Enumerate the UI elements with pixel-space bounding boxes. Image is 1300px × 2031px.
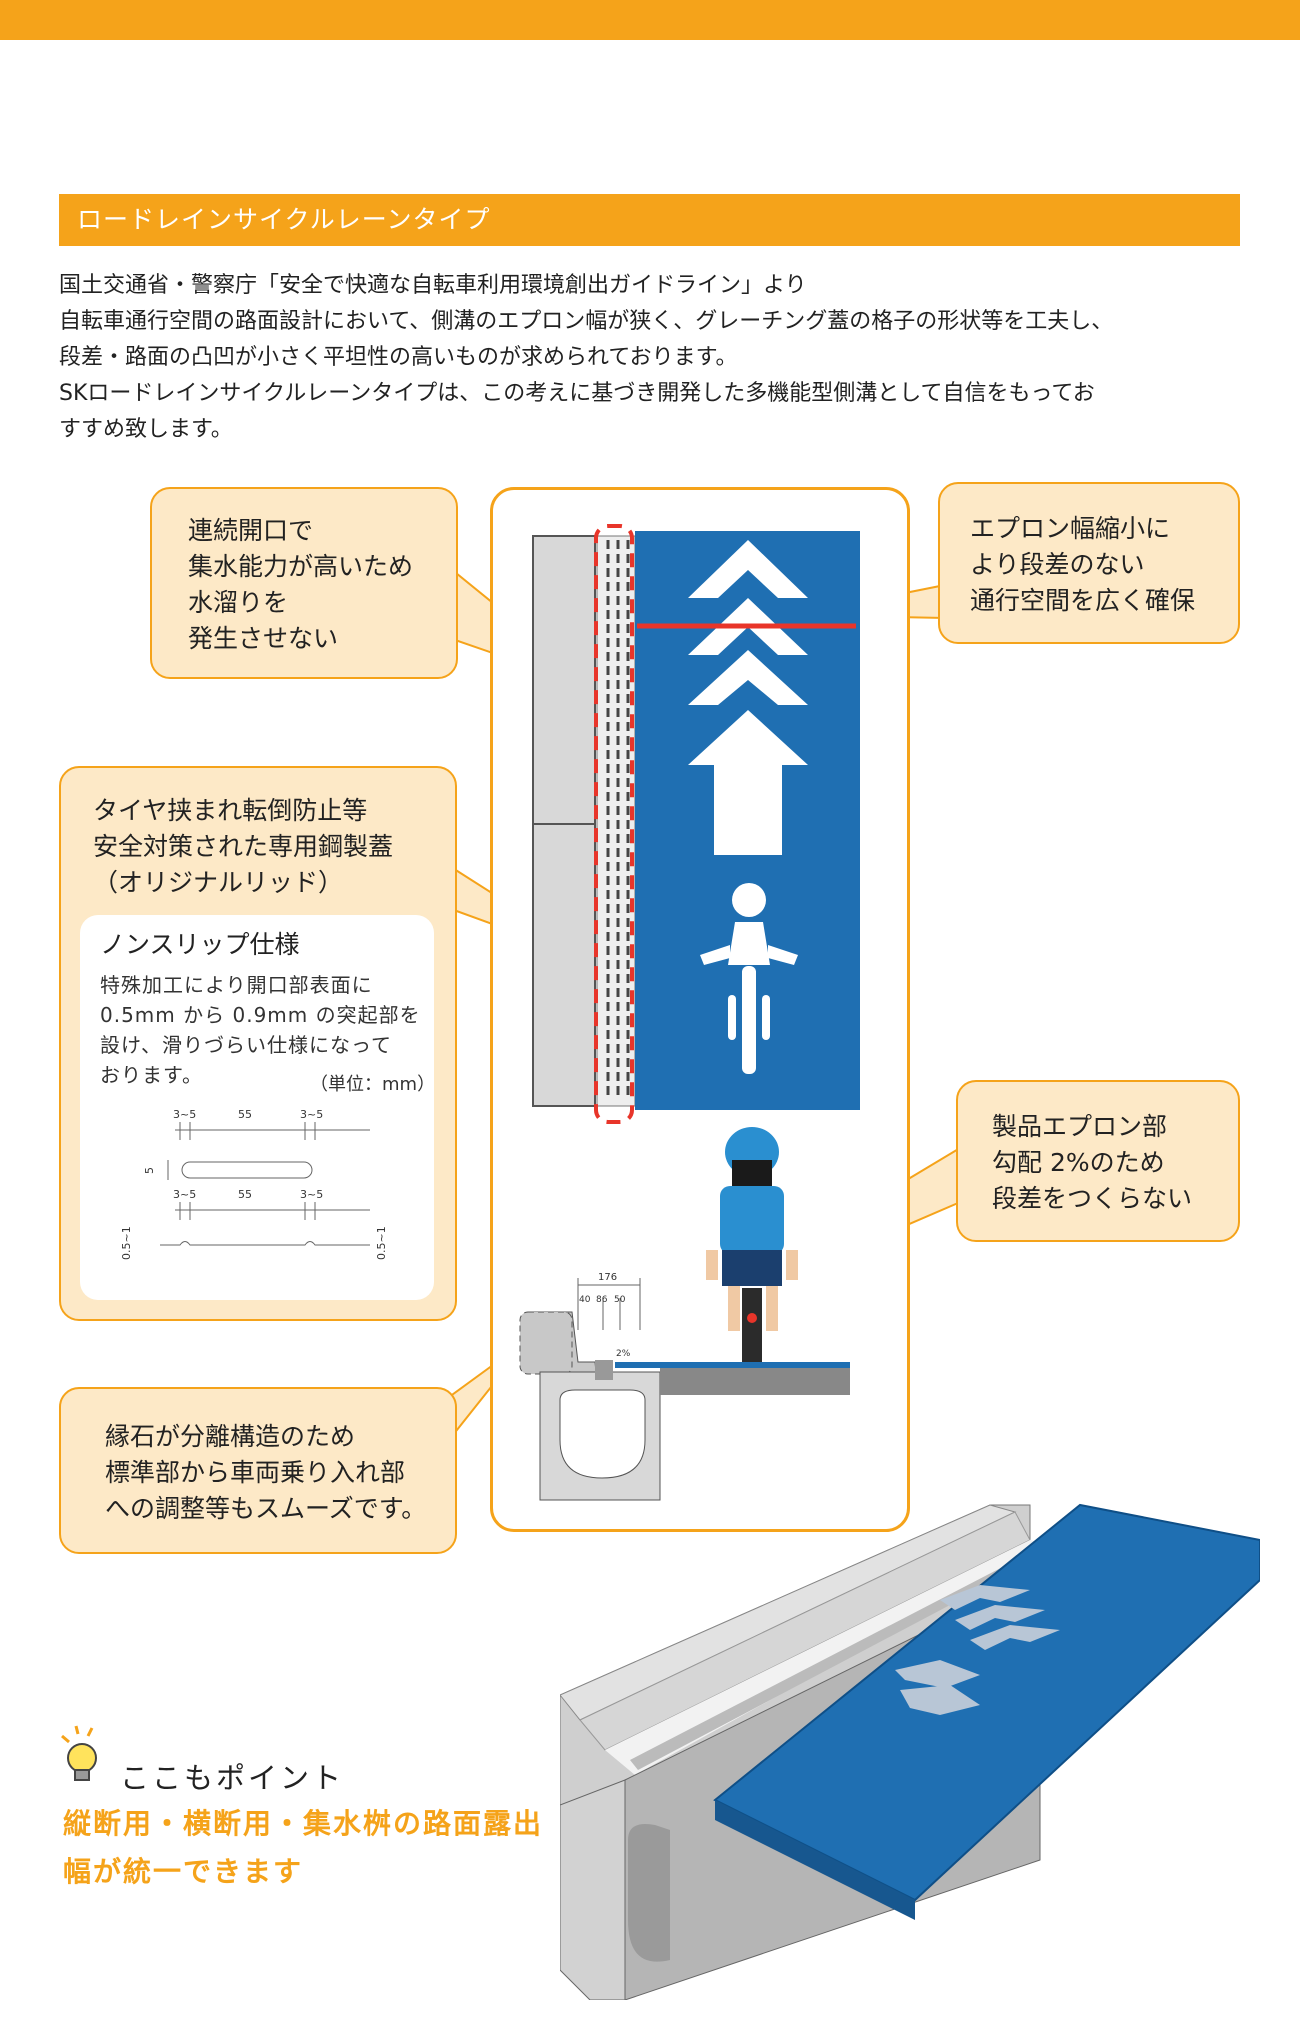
point-body: 縦断用・横断用・集水桝の路面露出 幅が統一できます <box>63 1800 543 1896</box>
callout-line: 安全対策された専用鋼製蓋 <box>93 832 394 861</box>
curb-plan-lower <box>532 823 596 1107</box>
dim-f: 3~5 <box>300 1188 323 1201</box>
callout-apron-width: エプロン幅縮小に より段差のない 通行空間を広く確保 <box>938 482 1240 644</box>
unit-label: （単位：mm） <box>310 1074 436 1095</box>
point-title: ここもポイント <box>120 1761 345 1795</box>
point-line: 縦断用・横断用・集水桝の路面露出 <box>63 1807 544 1840</box>
bicycle-pictogram <box>700 883 798 1074</box>
callout-line: タイヤ挟まれ転倒防止等 <box>93 796 368 825</box>
dim-h: 5 <box>143 1167 156 1174</box>
callout-line: エプロン幅縮小に <box>970 514 1171 543</box>
dim-g: 0.5~1 <box>120 1226 133 1260</box>
intro-line: すすめ致します。 <box>59 417 233 442</box>
product-lane-markings <box>895 1585 1060 1715</box>
nonslip-dimension-drawing: 3~5 55 3~5 5 3~5 55 3~5 0.5~1 0.5~1 <box>120 1108 388 1260</box>
dim-b: 55 <box>238 1108 252 1121</box>
callout-line: （オリジナルリッド） <box>93 868 344 897</box>
callout-opening: 連続開口で 集水能力が高いため 水溜りを 発生させない <box>150 487 458 679</box>
callout-apron-slope: 製品エプロン部 勾配 2%のため 段差をつくらない <box>956 1080 1240 1242</box>
section-dim-total: 176 <box>598 1272 617 1283</box>
nonslip-body: 特殊加工により開口部表面に 0.5mm から 0.9mm の突起部を 設け、滑り… <box>100 970 421 1090</box>
nonslip-line: 特殊加工により開口部表面に <box>100 973 373 997</box>
point-line: 幅が統一できます <box>63 1855 304 1888</box>
cross-section-drawing: 176 40 86 50 2% <box>519 1272 850 1501</box>
nonslip-line: 設け、滑りづらい仕様になって <box>100 1033 392 1057</box>
intro-text: 国土交通省・警察庁「安全で快適な自転車利用環境創出ガイドライン」より 自転車通行… <box>59 268 1249 448</box>
nonslip-line: 0.5mm から 0.9mm の突起部を <box>100 1003 421 1027</box>
callout-line: 縁石が分離構造のため <box>105 1422 356 1451</box>
dim-i: 0.5~1 <box>375 1226 388 1260</box>
nonslip-title: ノンスリップ仕様 <box>100 930 300 959</box>
top-accent-bar <box>0 0 1300 40</box>
callout-line: 連続開口で <box>188 516 314 545</box>
callout-line: 勾配 2%のため <box>992 1148 1165 1177</box>
callout-line: 段差をつくらない <box>992 1184 1193 1213</box>
product-3d-illustration <box>560 1503 1260 2000</box>
section-dim-slope: 2% <box>616 1349 631 1359</box>
opening-highlight <box>594 524 634 1124</box>
callout-line: 標準部から車両乗り入れ部 <box>105 1458 406 1487</box>
chevron-mark <box>688 540 808 598</box>
intro-line: SKロードレインサイクルレーンタイプは、この考えに基づき開発した多機能型側溝とし… <box>59 381 1095 406</box>
section-title: ロードレインサイクルレーンタイプ <box>59 194 1240 246</box>
intro-line: 国土交通省・警察庁「安全で快適な自転車利用環境創出ガイドライン」より <box>59 273 807 298</box>
intro-line: 段差・路面の凸凹が小さく平坦性の高いものが求められております。 <box>59 345 738 370</box>
dim-d: 3~5 <box>173 1188 196 1201</box>
nonslip-line: おります。 <box>100 1063 203 1087</box>
lightbulb-icon <box>61 1725 97 1781</box>
chevron-mark <box>688 650 808 705</box>
arrow-mark <box>688 710 808 855</box>
callout-line: 発生させない <box>188 624 339 653</box>
dim-a: 3~5 <box>173 1108 196 1121</box>
dim-c: 3~5 <box>300 1108 323 1121</box>
callout-line: 水溜りを <box>188 588 289 617</box>
callout-line: 集水能力が高いため <box>188 552 414 581</box>
nonslip-panel: ノンスリップ仕様 特殊加工により開口部表面に 0.5mm から 0.9mm の突… <box>80 915 436 1300</box>
section-dim-b: 86 <box>596 1295 608 1305</box>
callout-line: より段差のない <box>970 550 1145 579</box>
dim-e: 55 <box>238 1188 252 1201</box>
curb-plan-upper <box>532 535 596 825</box>
section-dim-c: 50 <box>614 1295 626 1305</box>
callout-line: 通行空間を広く確保 <box>970 586 1196 615</box>
callout-curb: 縁石が分離構造のため 標準部から車両乗り入れ部 への調整等もスムーズです。 <box>59 1387 457 1554</box>
section-dim-a: 40 <box>579 1295 591 1305</box>
callout-line: 製品エプロン部 <box>992 1112 1168 1141</box>
cyclist-illustration <box>706 1127 798 1363</box>
callout-line: への調整等もスムーズです。 <box>105 1494 427 1523</box>
intro-line: 自転車通行空間の路面設計において、側溝のエプロン幅が狭く、グレーチング蓋の格子の… <box>59 309 1114 334</box>
